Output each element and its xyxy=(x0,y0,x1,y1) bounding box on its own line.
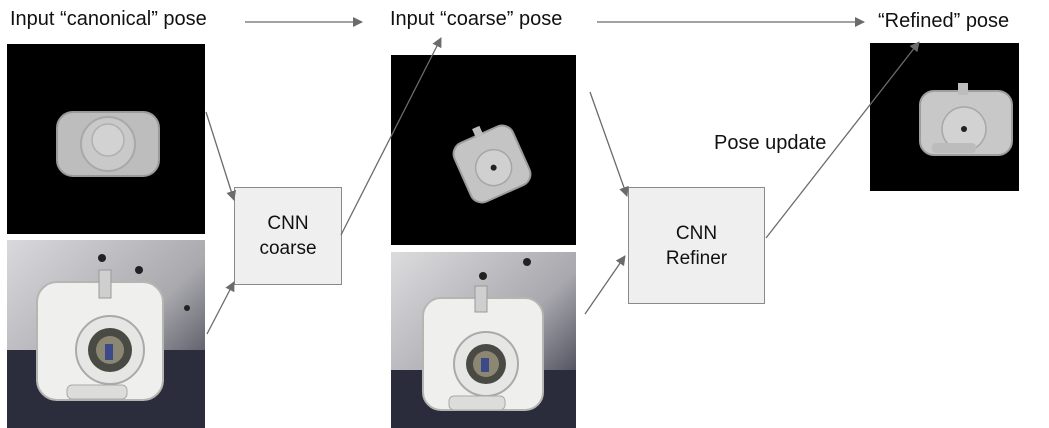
canonical-object-render xyxy=(56,111,160,177)
arrow-photo-to-cnn-coarse xyxy=(206,281,235,335)
label-input-coarse-pose: Input “coarse” pose xyxy=(390,8,563,30)
object-photo-left xyxy=(7,240,205,428)
object-photo-middle xyxy=(391,252,576,428)
cnn-refiner-line2: Refiner xyxy=(665,247,728,269)
label-refined-pose: “Refined” pose xyxy=(878,10,1010,32)
cnn-coarse-line2: coarse xyxy=(259,238,317,259)
cnn-coarse-box: CNN coarse xyxy=(234,187,342,285)
coarse-object-render xyxy=(452,124,532,204)
arrow-render-to-cnn-coarse xyxy=(205,111,237,201)
cnn-coarse-line1: CNN xyxy=(267,213,309,234)
label-pose-update: Pose update xyxy=(714,132,827,154)
coarse-render-panel xyxy=(391,55,576,245)
refined-object-render xyxy=(919,83,1013,156)
cnn-refiner-box: CNN Refiner xyxy=(628,187,765,304)
label-input-canonical-pose: Input “canonical” pose xyxy=(10,8,207,30)
arrow-cnn-coarse-to-coarse-pose xyxy=(340,37,442,236)
arrow-coarse-render-to-refiner xyxy=(589,91,629,197)
canonical-render-panel xyxy=(7,44,205,234)
cnn-refiner-line1: CNN xyxy=(675,222,718,244)
arrow-photo-to-refiner xyxy=(584,255,626,315)
refined-render-panel xyxy=(870,43,1019,191)
arrow-refiner-to-refined-pose xyxy=(765,41,920,239)
